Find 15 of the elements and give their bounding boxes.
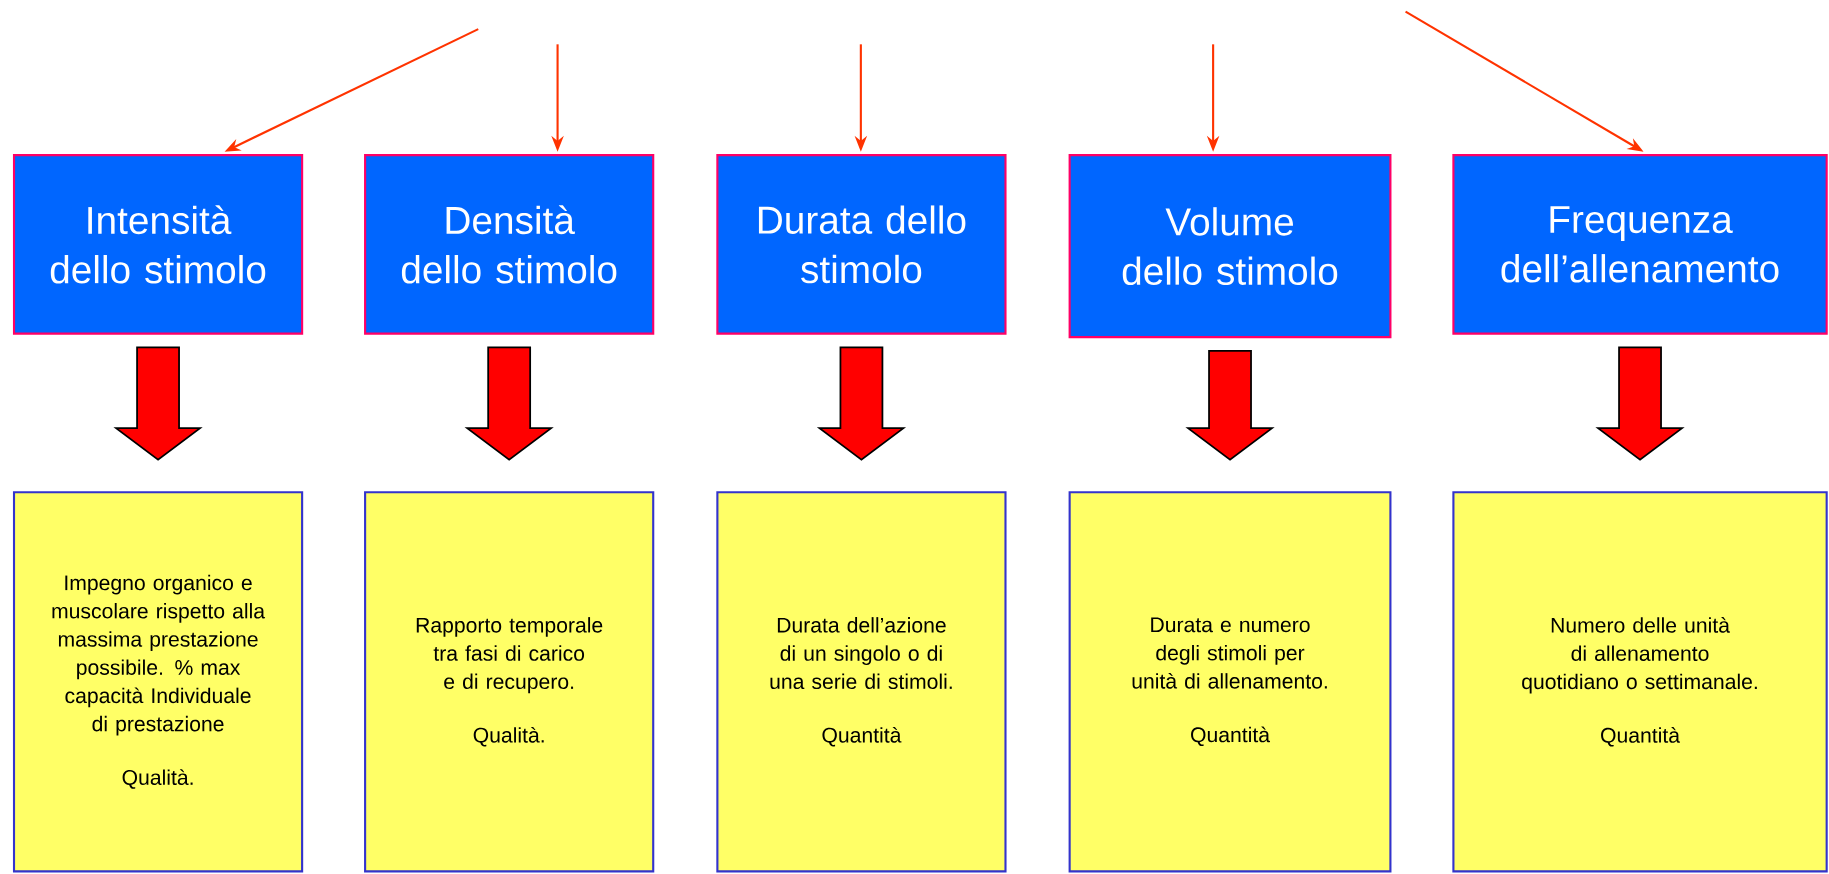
category-box: Durata dello stimolo bbox=[716, 154, 1007, 335]
description-box: Durata dell’azione di un singolo o di una serie di stimoli. Quantità bbox=[716, 491, 1007, 873]
block-arrow bbox=[1185, 350, 1275, 461]
description-box: Rapporto temporale tra fasi di carico e di recupero. Qualità. bbox=[364, 491, 655, 873]
category-box: Densità dello stimolo bbox=[364, 154, 655, 335]
block-arrow bbox=[816, 346, 907, 461]
description-box: Durata e numero degli stimoli per unità di allenamento. Quantità bbox=[1068, 491, 1392, 873]
block-arrow bbox=[113, 346, 203, 461]
category-box: Intensità dello stimolo bbox=[12, 154, 304, 335]
block-arrow bbox=[464, 346, 554, 461]
category-box: Volume dello stimolo bbox=[1068, 154, 1392, 339]
description-box: Impegno organico e muscolare rispetto alla massima prestazione possibile. % max capacità Individuale di prestazione Qualità. bbox=[12, 491, 304, 873]
block-arrow bbox=[1595, 346, 1685, 461]
category-box: Frequenza dell’allenamento bbox=[1452, 154, 1828, 335]
description-box: Numero delle unità di allenamento quotidiano o settimanale. Quantità bbox=[1452, 491, 1828, 873]
